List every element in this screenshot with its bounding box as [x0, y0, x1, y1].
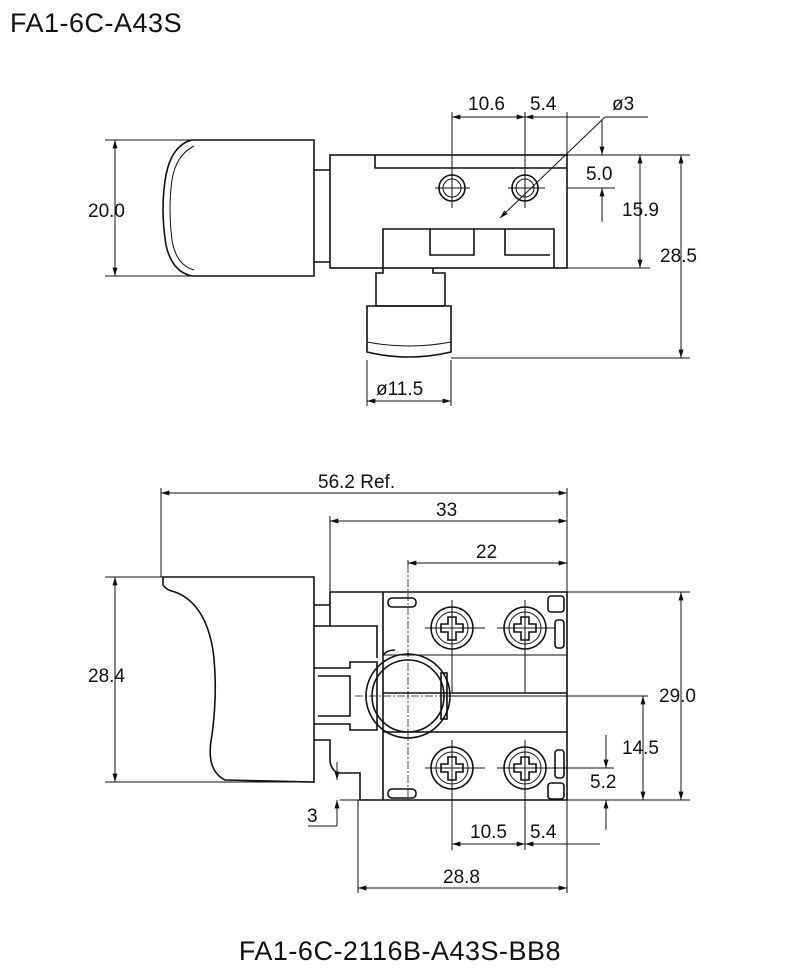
- dim-body-height: 15.9: [622, 200, 659, 221]
- bottom-view: 56.2 Ref. 33 22 28.4 29.0 14.5 5.2 3 10.…: [88, 472, 696, 893]
- dim-offset: 3: [307, 806, 318, 827]
- top-view: 10.6 5.4 ø3 5.0 15.9 28.5 20.0 ø11.5: [88, 94, 697, 406]
- dim-hole-edge: 5.4: [530, 94, 557, 115]
- dim-trigger-height: 20.0: [88, 201, 125, 222]
- dim-screw-edge: 5.4: [530, 822, 557, 843]
- dim-body-length: 33: [436, 500, 457, 521]
- dim-overall-height: 28.5: [660, 246, 697, 267]
- dim-screw-pitch: 10.5: [470, 822, 507, 843]
- dim-hole-pitch: 10.6: [468, 94, 505, 115]
- terminal-screws: [425, 600, 614, 850]
- dim-center-height: 14.5: [622, 738, 659, 759]
- trigger-side: [162, 139, 315, 277]
- dim-trigger-height: 28.4: [88, 666, 125, 687]
- trigger-front: [162, 576, 315, 783]
- switch-body-side: [329, 154, 568, 269]
- dim-screw-from-edge: 5.2: [590, 772, 616, 793]
- top-view-title: FA1-6C-A43S: [10, 8, 183, 38]
- dim-button-center: 22: [476, 542, 497, 563]
- button-cap: [366, 305, 452, 358]
- dim-body-height: 29.0: [659, 686, 696, 707]
- dim-hole-from-top: 5.0: [586, 164, 612, 185]
- dim-overall-length: 56.2 Ref.: [318, 472, 395, 493]
- dim-base-length: 28.8: [443, 867, 480, 888]
- button-stem: [375, 268, 446, 307]
- bottom-view-title: FA1-6C-2116B-A43S-BB8: [238, 936, 562, 966]
- dim-hole-dia: ø3: [612, 94, 634, 115]
- dim-button-dia: ø11.5: [376, 379, 423, 400]
